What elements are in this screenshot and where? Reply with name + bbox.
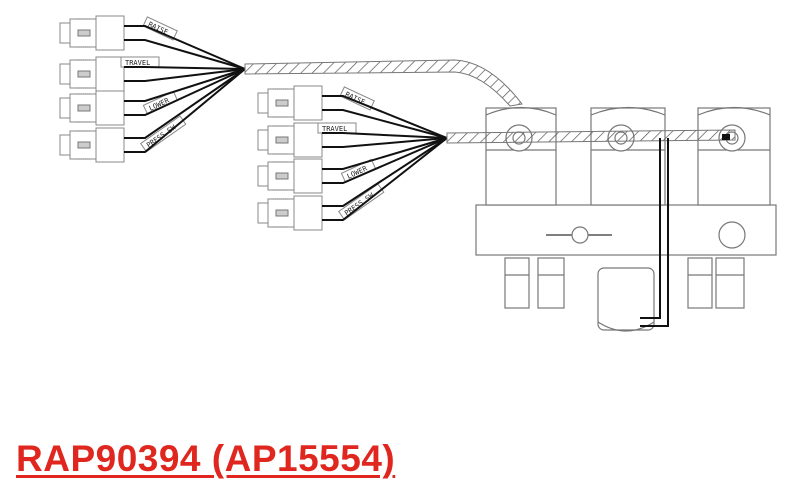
harness-label: TRAVEL (322, 125, 347, 133)
connector-raise: RAISE (257, 85, 375, 121)
wire (322, 109, 448, 139)
connector-travel: TRAVEL (59, 56, 160, 92)
wire (322, 137, 448, 170)
wire (322, 137, 448, 148)
wire (124, 68, 246, 139)
wire (124, 25, 246, 70)
wire (322, 137, 448, 221)
wire (124, 66, 246, 70)
wire (322, 137, 448, 207)
wire (124, 68, 246, 82)
wire (124, 39, 246, 70)
pressure-switch-wire (640, 138, 669, 327)
wire (124, 68, 246, 102)
cable-sheath-2 (446, 129, 736, 144)
wire (124, 68, 246, 116)
wire (124, 68, 246, 153)
wire (322, 95, 448, 139)
wire (322, 137, 448, 184)
harness-label: TRAVEL (125, 59, 150, 67)
cable-sheath-1 (244, 59, 523, 107)
part-number-title: RAP90394 (AP15554) (16, 438, 396, 479)
connector-travel: TRAVEL (257, 122, 357, 158)
wire (322, 132, 448, 139)
